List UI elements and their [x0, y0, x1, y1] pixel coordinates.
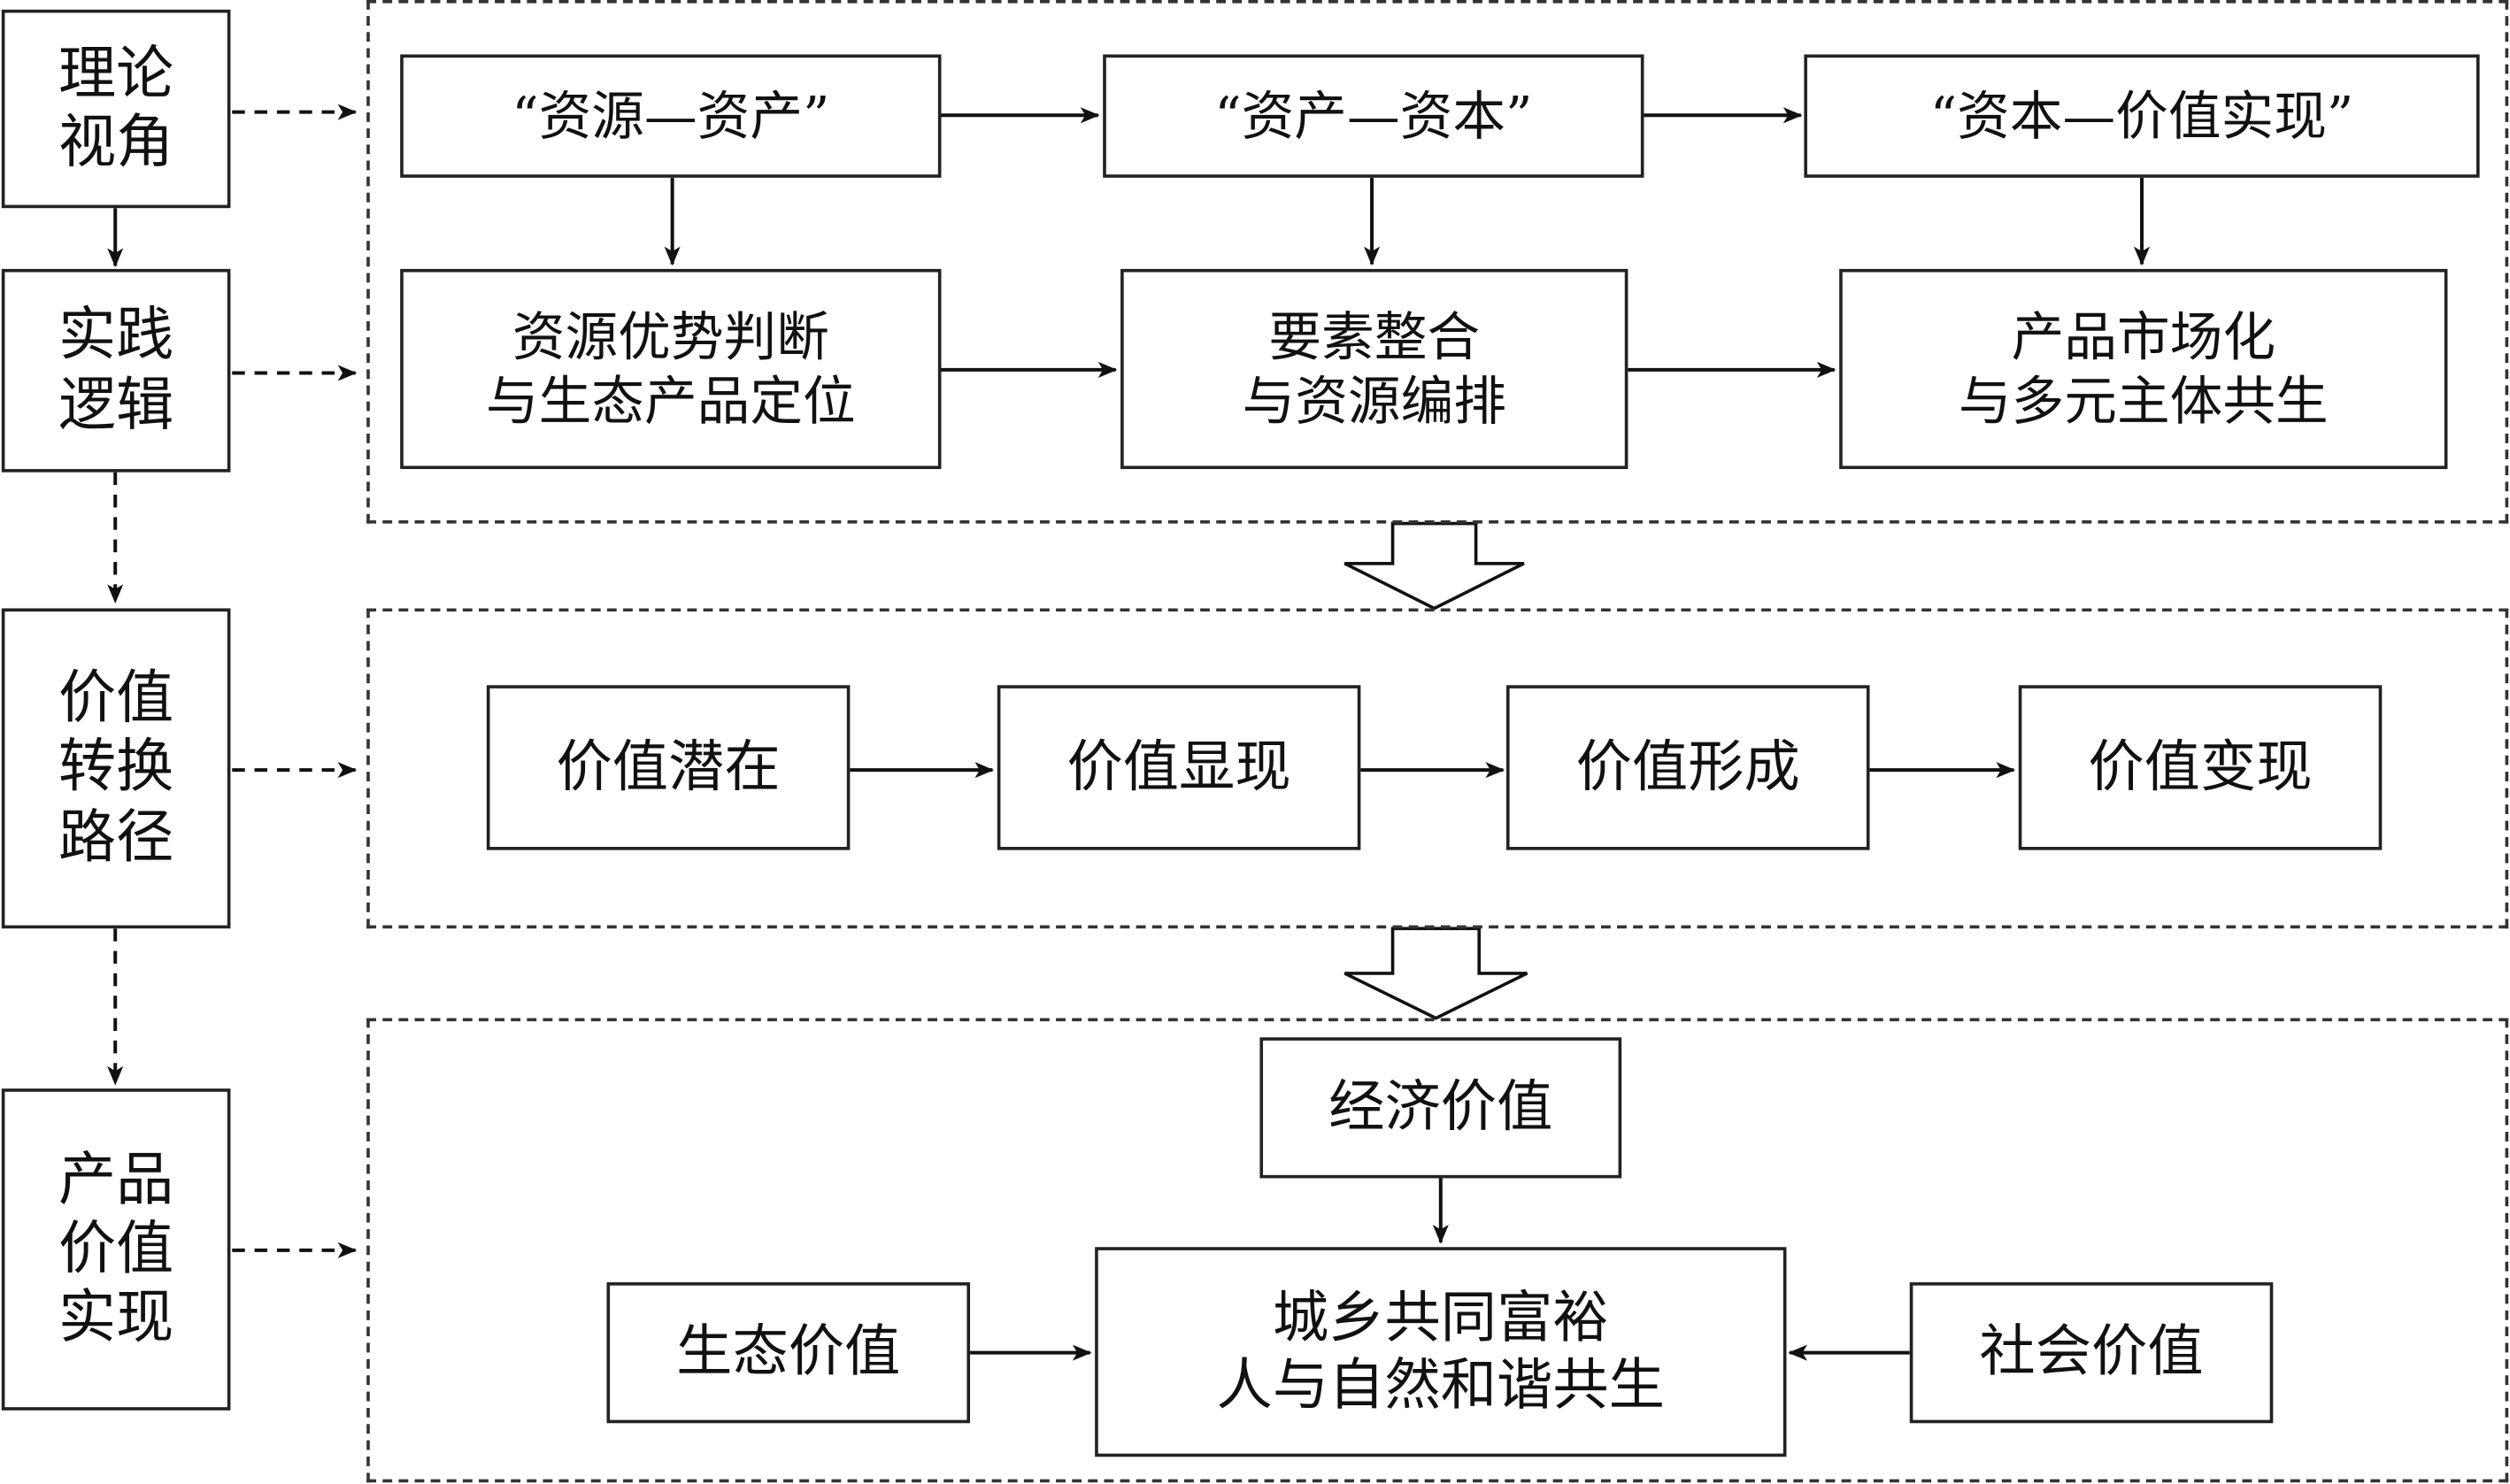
path-box-potential: 价值潜在	[486, 685, 851, 850]
left-box-theory: 理论 视角	[1, 9, 231, 209]
common-prosperity-box: 城乡共同富裕 人与自然和谐共生	[1095, 1247, 1787, 1457]
theory-box-resource-asset: “资源—资产”	[400, 54, 942, 178]
theory-box-asset-capital: “资产—资本”	[1103, 54, 1644, 178]
theory-box-capital-value: “资本—价值实现”	[1804, 54, 2480, 178]
path-box-realization: 价值变现	[2018, 685, 2383, 850]
practice-box-marketization: 产品市场化 与多元主体共生	[1839, 268, 2448, 470]
economic-value-box: 经济价值	[1259, 1037, 1622, 1179]
panel-theory-practice	[366, 0, 2509, 524]
panel-value-path	[366, 608, 2509, 929]
left-box-product-realization: 产品 价值 实现	[1, 1088, 231, 1411]
panel-product-realization	[366, 1018, 2509, 1483]
social-value-box: 社会价值	[1909, 1282, 2274, 1424]
left-box-practice: 实践 逻辑	[1, 268, 231, 473]
path-box-formation: 价值形成	[1505, 685, 1870, 850]
practice-box-resource-positioning: 资源优势判断 与生态产品定位	[400, 268, 942, 470]
block-arrow-2	[1344, 927, 1528, 1020]
path-box-manifestation: 价值显现	[997, 685, 1361, 850]
practice-box-factor-integration: 要素整合 与资源编排	[1120, 268, 1628, 470]
left-box-value-path: 价值 转换 路径	[1, 608, 231, 929]
block-arrow-1	[1344, 521, 1525, 611]
ecological-value-box: 生态价值	[606, 1282, 971, 1424]
